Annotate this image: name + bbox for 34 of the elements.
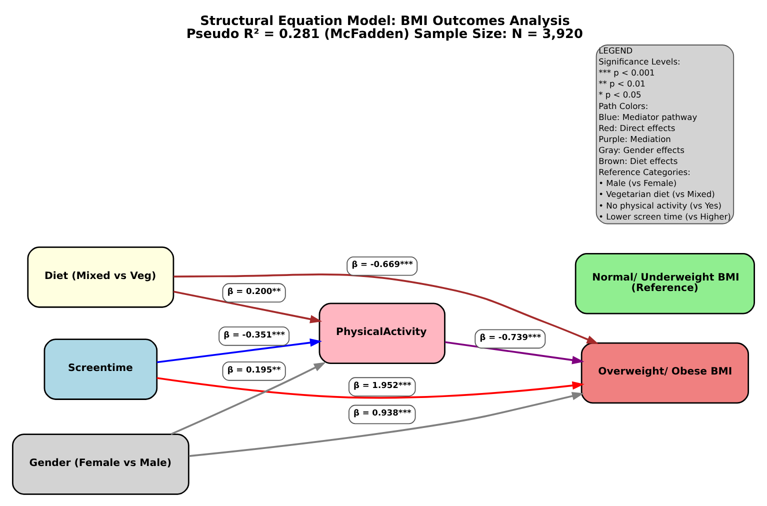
diagram-title: Structural Equation Model: BMI Outcomes Analysis Pseudo R² = 0.281 (McFadden) Sample Size: N = 3,920	[186, 14, 583, 42]
legend-label: LEGEND	[598, 45, 633, 56]
legend-label: Blue: Mediator pathway	[598, 112, 698, 122]
legend-label: Purple: Mediation	[598, 134, 671, 144]
node-box: Diet (Mixed vs Veg)	[27, 246, 174, 308]
legend-label: Red: Direct effects	[598, 122, 676, 133]
legend-label: Gray: Gender effects	[598, 144, 684, 155]
edge-label: β = -0.351***	[224, 329, 285, 340]
edge-label: β = 0.195**	[227, 364, 281, 374]
node-box: Gender (Female vs Male)	[12, 434, 190, 495]
legend-label: * p < 0.05	[598, 90, 642, 100]
edge-label: β = 0.938***	[354, 408, 412, 418]
arrow	[173, 290, 322, 324]
legend-label: Path Colors:	[598, 100, 648, 111]
arrow	[188, 392, 584, 457]
edge-label: β = -0.739***	[480, 332, 542, 342]
edge-label: β = 0.200**	[227, 286, 281, 296]
legend-label: Reference Categories:	[598, 167, 690, 178]
arrow	[156, 338, 322, 364]
node-box: Overweight/ Obese BMI	[580, 342, 750, 404]
arrow	[444, 341, 584, 364]
legend-label: • Male (vs Female)	[598, 178, 677, 188]
node-box: Screentime	[44, 338, 158, 400]
node-box: PhysicalActivity	[318, 302, 446, 364]
legend-label: *** p < 0.001	[598, 68, 655, 78]
edge-label: β = 1.952***	[354, 380, 412, 390]
legend-label: ** p < 0.01	[598, 78, 646, 89]
legend-label: Brown: Diet effects	[598, 156, 678, 166]
legend-label: • No physical activity (vs Yes)	[598, 200, 722, 210]
edge-label: β = -0.669***	[352, 259, 413, 270]
legend-label: • Lower screen time (vs Higher)	[598, 211, 731, 222]
node-box: Normal/ Underweight BMI (Reference)	[574, 253, 755, 314]
legend-label: Significance Levels:	[598, 56, 680, 67]
legend-label: • Vegetarian diet (vs Mixed)	[598, 189, 715, 200]
